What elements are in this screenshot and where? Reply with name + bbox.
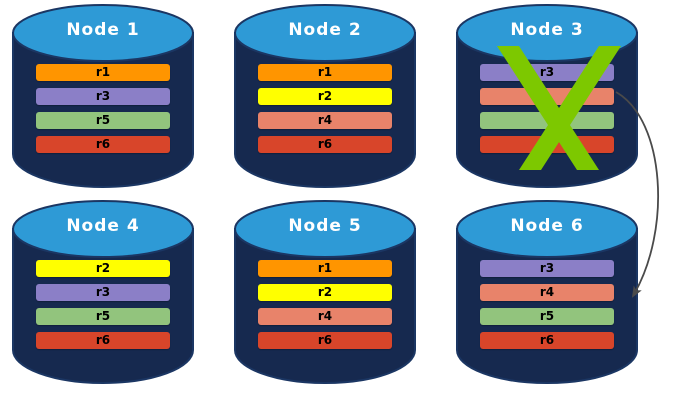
record-bar[interactable]: r5	[36, 308, 170, 325]
record-bar[interactable]: r2	[258, 88, 392, 105]
cylinder-top	[456, 200, 638, 258]
record-label: r6	[317, 137, 333, 151]
record-label: r3	[95, 285, 111, 299]
record-bar[interactable]: r1	[258, 260, 392, 277]
node-5-records: r1 r2 r4 r6	[258, 260, 392, 356]
record-bar[interactable]: r4	[258, 308, 392, 325]
record-label: r2	[317, 89, 333, 103]
record-label: r5	[539, 309, 555, 323]
record-bar[interactable]: r6	[258, 332, 392, 349]
cylinder-top	[12, 4, 194, 62]
record-bar[interactable]: r5	[480, 308, 614, 325]
record-bar[interactable]: r4	[480, 284, 614, 301]
record-bar[interactable]: r6	[36, 136, 170, 153]
node-6-records: r3 r4 r5 r6	[480, 260, 614, 356]
record-bar[interactable]: r2	[36, 260, 170, 277]
record-bar[interactable]: r6	[480, 332, 614, 349]
node-3-records: r3 r4 r5 r6	[480, 64, 614, 160]
record-bar[interactable]: r6	[258, 136, 392, 153]
cylinder-top	[12, 200, 194, 258]
record-bar[interactable]: r5	[480, 112, 614, 129]
record-label: r3	[539, 65, 555, 79]
record-label: r4	[539, 285, 555, 299]
record-bar[interactable]: r3	[36, 88, 170, 105]
record-label: r6	[95, 333, 111, 347]
record-bar[interactable]: r6	[36, 332, 170, 349]
cylinder-top	[456, 4, 638, 62]
record-label: r4	[317, 113, 333, 127]
record-label: r6	[317, 333, 333, 347]
node-3-cylinder[interactable]: Node 3r3r4r5r6	[448, 2, 646, 190]
record-label: r5	[95, 309, 111, 323]
record-bar[interactable]: r4	[480, 88, 614, 105]
cylinder-top	[234, 200, 416, 258]
record-bar[interactable]: r3	[36, 284, 170, 301]
record-label: r2	[95, 261, 111, 275]
node-1-records: r1 r3 r5 r6	[36, 64, 170, 160]
record-label: r3	[95, 89, 111, 103]
record-label: r6	[95, 137, 111, 151]
record-label: r3	[539, 261, 555, 275]
record-bar[interactable]: r3	[480, 64, 614, 81]
record-bar[interactable]: r1	[36, 64, 170, 81]
record-label: r2	[317, 285, 333, 299]
cylinder-top	[234, 4, 416, 62]
record-bar[interactable]: r5	[36, 112, 170, 129]
record-label: r4	[317, 309, 333, 323]
node-4-records: r2 r3 r5 r6	[36, 260, 170, 356]
record-label: r1	[317, 65, 333, 79]
record-bar[interactable]: r2	[258, 284, 392, 301]
record-bar[interactable]: r6	[480, 136, 614, 153]
node-2-records: r1 r2 r4 r6	[258, 64, 392, 160]
record-label: r1	[317, 261, 333, 275]
record-bar[interactable]: r1	[258, 64, 392, 81]
record-bar[interactable]: r3	[480, 260, 614, 277]
record-label: r6	[539, 333, 555, 347]
record-label: r1	[95, 65, 111, 79]
record-label: r5	[95, 113, 111, 127]
record-bar[interactable]: r4	[258, 112, 392, 129]
